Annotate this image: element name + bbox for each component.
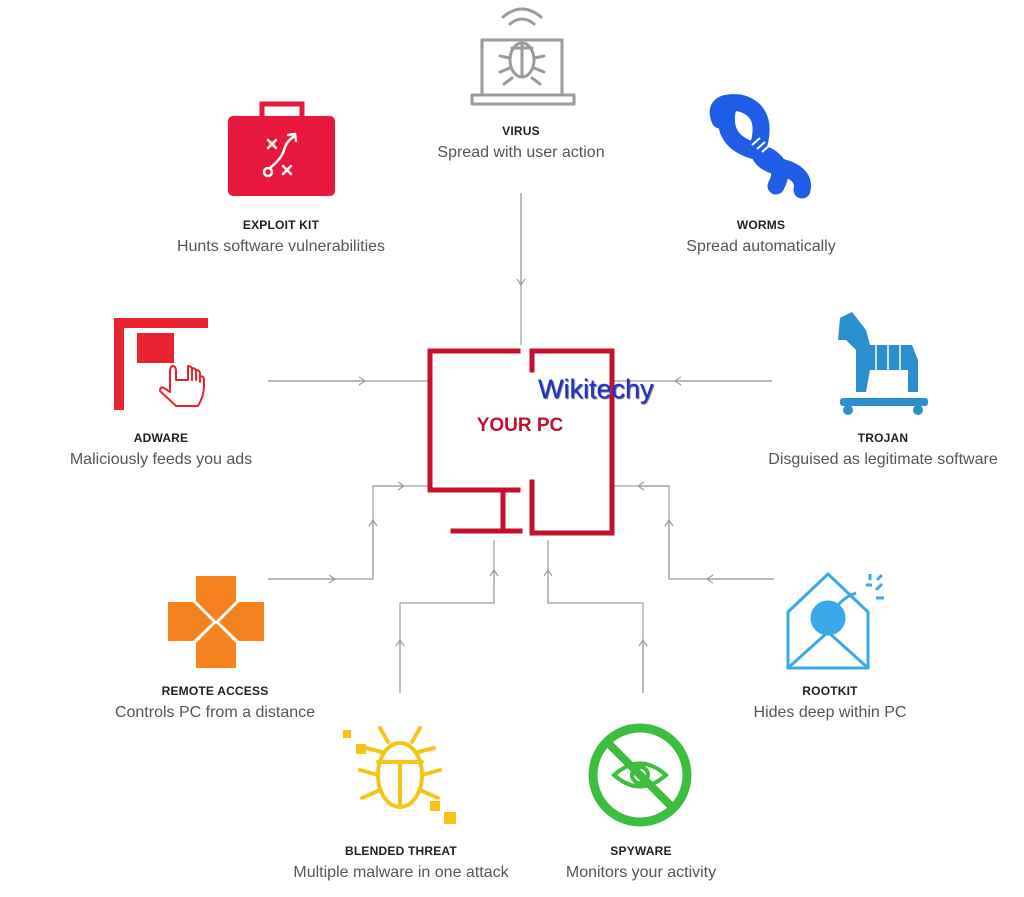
node-remote-access: REMOTE ACCESS Controls PC from a distanc… (95, 684, 335, 722)
your-pc-monitor-icon (427, 348, 615, 536)
connector-lines (268, 193, 774, 693)
node-adware: ADWARE Maliciously feeds you ads (41, 431, 281, 469)
node-virus: VIRUS Spread with user action (401, 124, 641, 162)
trojan-desc: Disguised as legitimate software (768, 451, 998, 468)
node-blended-threat: BLENDED THREAT Multiple malware in one a… (276, 844, 526, 882)
adware-hand-icon (114, 318, 208, 410)
virus-desc: Spread with user action (437, 144, 605, 161)
spyware-eye-icon (588, 723, 692, 827)
adware-desc: Maliciously feeds you ads (69, 451, 253, 468)
worms-title: WORMS (736, 218, 786, 232)
rootkit-envelope-icon (786, 572, 884, 670)
connector-blended (399, 540, 495, 693)
virus-title: VIRUS (502, 124, 540, 138)
node-worms: WORMS Spread automatically (651, 218, 871, 256)
adware-title: ADWARE (133, 431, 189, 445)
node-spyware: SPYWARE Monitors your activity (531, 844, 751, 882)
exploit-kit-title: EXPLOIT KIT (242, 218, 320, 232)
rootkit-title: ROOTKIT (802, 684, 858, 698)
exploit-kit-briefcase-icon (228, 101, 335, 196)
spyware-title: SPYWARE (610, 844, 672, 858)
remote-access-title: REMOTE ACCESS (161, 684, 269, 698)
node-trojan: TROJAN Disguised as legitimate software (742, 431, 1024, 469)
worm-segments (751, 137, 771, 153)
blended-threat-desc: Multiple malware in one attack (293, 864, 509, 881)
remote-access-desc: Controls PC from a distance (114, 704, 316, 721)
worm-icon (709, 94, 811, 199)
rootkit-desc: Hides deep within PC (753, 704, 907, 721)
connector-remote (268, 485, 428, 580)
watermark-text: Wikitechy (538, 374, 654, 404)
connector-spyware (547, 540, 644, 693)
spyware-desc: Monitors your activity (565, 864, 717, 881)
connector-rootkit (614, 485, 774, 580)
exploit-kit-desc: Hunts software vulnerabilities (176, 238, 386, 255)
virus-laptop-icon (470, 7, 576, 106)
trojan-title: TROJAN (857, 431, 909, 445)
node-rootkit: ROOTKIT Hides deep within PC (720, 684, 940, 722)
trojan-horse-icon (838, 312, 928, 415)
blended-threat-title: BLENDED THREAT (345, 844, 457, 858)
worms-desc: Spread automatically (686, 238, 836, 255)
bug-icon (343, 726, 456, 824)
remote-access-icon (168, 576, 264, 668)
node-exploit-kit: EXPLOIT KIT Hunts software vulnerabiliti… (141, 218, 421, 256)
your-pc-label: YOUR PC (476, 415, 564, 436)
